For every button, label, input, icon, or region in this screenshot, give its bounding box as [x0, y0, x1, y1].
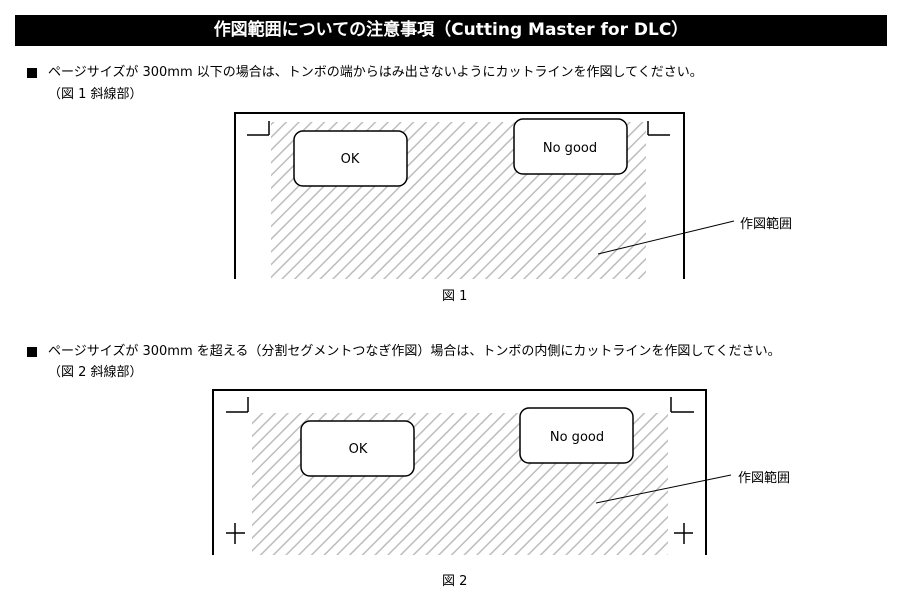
ok-label: OK: [341, 152, 360, 167]
page-frame: [212, 389, 707, 555]
figure-2-caption: 図 2: [442, 574, 468, 589]
page-frame: [234, 112, 685, 279]
nogood-label: No good: [543, 141, 597, 156]
crop-mark-top-left: [226, 397, 249, 413]
registration-mark-bottom-right: [674, 523, 693, 544]
section1-note: （図 1 斜線部）: [48, 87, 143, 102]
leader-line: [595, 474, 732, 504]
figure-1: OK No good 作図範囲: [234, 112, 792, 279]
section1-text: ページサイズが 300mm 以下の場合は、トンボの端からはみ出さないようにカット…: [48, 65, 703, 80]
figure-2: OK No good 作図範囲: [212, 389, 790, 555]
bullet-square: [27, 347, 37, 357]
section2-text: ページサイズが 300mm を超える（分割セグメントつなぎ作図）場合は、トンボの…: [48, 344, 781, 359]
figure-1-caption: 図 1: [442, 289, 468, 304]
crop-mark-top-right: [647, 121, 670, 136]
crop-mark-top-right: [670, 397, 694, 413]
page-title: 作図範囲についての注意事項（Cutting Master for DLC）: [15, 15, 887, 46]
registration-mark-bottom-left: [226, 523, 245, 544]
ok-box: [293, 130, 408, 187]
nogood-label: No good: [550, 430, 604, 445]
area-label: 作図範囲: [738, 471, 790, 486]
ok-label: OK: [349, 442, 368, 457]
ok-box: [300, 420, 415, 477]
bullet-square: [27, 68, 37, 78]
nogood-box: [513, 118, 628, 175]
section2-note: （図 2 斜線部）: [48, 365, 143, 380]
leader-line: [597, 220, 735, 255]
nogood-box: [519, 407, 634, 464]
crop-mark-top-left: [247, 121, 270, 136]
area-label: 作図範囲: [740, 217, 792, 232]
